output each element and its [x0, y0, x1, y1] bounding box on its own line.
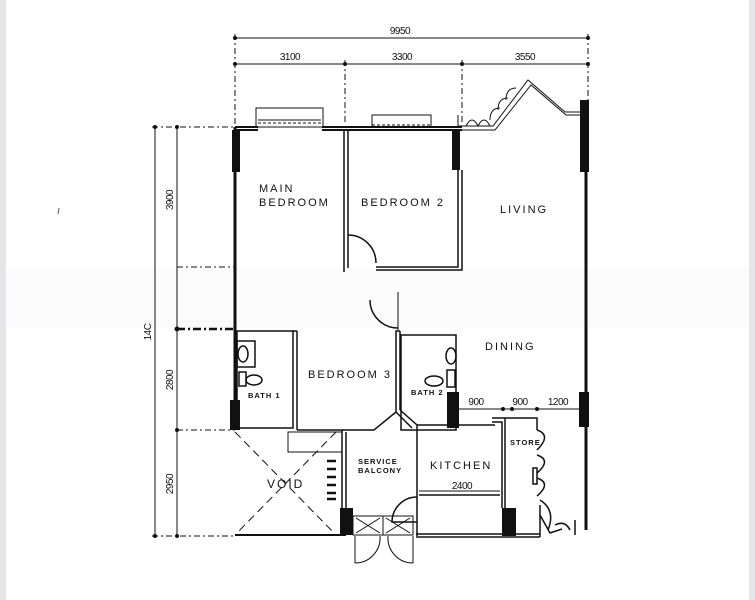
living-label: LIVING — [500, 204, 548, 216]
dining-segment-2: 900 — [512, 397, 528, 408]
total-height-label: 14C — [143, 323, 154, 340]
void-area — [234, 431, 337, 536]
service-balcony-label-1: SERVICE — [358, 457, 398, 466]
service-doors — [352, 515, 414, 564]
width-segment-3: 3550 — [515, 52, 536, 63]
kitchen-label: KITCHEN — [430, 460, 492, 472]
width-segment-1: 3100 — [280, 52, 301, 63]
bath-1-label: BATH 1 — [248, 391, 281, 400]
service-balcony-label-2: BALCONY — [358, 466, 402, 475]
bath-2-label: BATH 2 — [411, 388, 444, 397]
total-width-label: 9950 — [390, 26, 411, 37]
viewer-frame-left — [0, 0, 6, 600]
dining-segment-3: 1200 — [548, 397, 569, 408]
room-labels: MAIN BEDROOM BEDROOM 2 LIVING DINING BED… — [248, 183, 548, 491]
height-segment-3: 2950 — [165, 473, 176, 494]
height-segment-1: 3900 — [165, 189, 176, 210]
width-segment-2: 3300 — [392, 52, 413, 63]
bedroom-2-label: BEDROOM 2 — [361, 197, 445, 209]
height-segment-2: 2800 — [165, 369, 176, 390]
dining-dimension-line — [419, 407, 580, 492]
void-walls — [235, 431, 346, 536]
interior-walls — [236, 130, 576, 538]
columns — [230, 100, 589, 536]
bedroom-3-label: BEDROOM 3 — [308, 369, 392, 381]
viewer-frame-right — [749, 0, 755, 600]
dining-segment-1: 900 — [468, 397, 484, 408]
void-label: VOID — [267, 477, 304, 491]
stray-mark — [57, 207, 60, 215]
main-bedroom-label-1: MAIN — [259, 183, 295, 195]
dining-label: DINING — [485, 341, 536, 353]
store-label: STORE — [510, 438, 541, 447]
top-dimension-lines — [233, 34, 590, 125]
exterior-walls — [233, 100, 588, 530]
windows — [255, 79, 586, 131]
left-dimension-lines — [152, 125, 235, 538]
kitchen-width-label: 2400 — [452, 481, 473, 492]
dimension-labels: 9950 3100 3300 3550 14C 3900 2800 2950 9… — [143, 26, 570, 494]
main-bedroom-label-2: BEDROOM — [259, 197, 330, 209]
